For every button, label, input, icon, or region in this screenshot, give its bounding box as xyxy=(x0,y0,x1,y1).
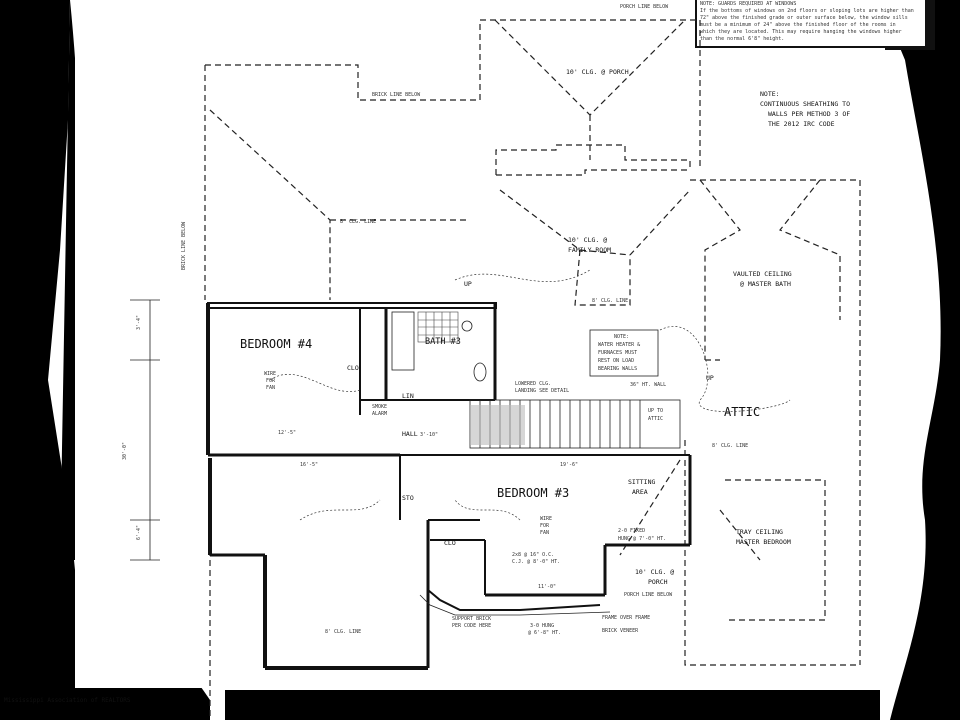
svg-text:NOTE:: NOTE: xyxy=(614,334,629,340)
svg-text:UP TO: UP TO xyxy=(648,408,663,414)
paper xyxy=(75,48,885,688)
sheathing-note: NOTE: CONTINUOUS SHEATHING TO WALLS PER … xyxy=(760,90,850,128)
svg-text:FAN: FAN xyxy=(540,530,549,536)
svg-text:BEDROOM #4: BEDROOM #4 xyxy=(240,337,312,351)
svg-text:AREA: AREA xyxy=(632,488,648,496)
room-labels: BEDROOM #4 BATH #3 BEDROOM #3 SITTING AR… xyxy=(240,337,760,547)
svg-text:3-0 HUNG: 3-0 HUNG xyxy=(530,623,554,629)
svg-text:NOTE: GUARDS REQUIRED AT WINDO: NOTE: GUARDS REQUIRED AT WINDOWS xyxy=(700,1,796,7)
svg-text:BEARING WALLS: BEARING WALLS xyxy=(598,366,637,372)
watermark: Mississippi Association of REALTORS xyxy=(4,697,131,704)
svg-text:10' CLG. @ PORCH: 10' CLG. @ PORCH xyxy=(566,68,629,76)
svg-text:FOR: FOR xyxy=(266,378,276,384)
svg-text:HALL: HALL xyxy=(402,430,418,438)
water-heater-note: NOTE: WATER HEATER & FURNACES MUST REST … xyxy=(589,329,659,377)
ceiling-labels: PORCH LINE BELOW BRICK LINE BELOW BRICK … xyxy=(181,4,792,635)
svg-text:@ MASTER BATH: @ MASTER BATH xyxy=(740,280,791,288)
svg-text:3'-10": 3'-10" xyxy=(420,432,438,438)
svg-text:BEDROOM #3: BEDROOM #3 xyxy=(497,486,569,500)
walls xyxy=(206,302,692,670)
svg-text:WATER HEATER &: WATER HEATER & xyxy=(598,342,640,348)
svg-text:must be a minimum of 24" above: must be a minimum of 24" above the finis… xyxy=(700,22,896,28)
svg-text:WALLS PER METHOD 3 OF: WALLS PER METHOD 3 OF xyxy=(768,110,850,118)
svg-text:REST ON LOAD: REST ON LOAD xyxy=(598,358,634,364)
svg-text:than the normal 6'8" height.: than the normal 6'8" height. xyxy=(700,36,784,42)
dimension-rail xyxy=(130,299,160,561)
svg-text:LIN: LIN xyxy=(402,392,414,400)
svg-text:10' CLG. @: 10' CLG. @ xyxy=(568,236,607,244)
stairs xyxy=(469,399,681,449)
svg-text:FAMILY ROOM: FAMILY ROOM xyxy=(568,246,611,254)
svg-text:FURNACES MUST: FURNACES MUST xyxy=(598,350,637,356)
svg-text:8' CLG. LINE: 8' CLG. LINE xyxy=(340,219,376,225)
svg-text:CONTINUOUS SHEATHING TO: CONTINUOUS SHEATHING TO xyxy=(760,100,850,108)
svg-text:11'-0": 11'-0" xyxy=(538,584,556,590)
svg-text:BATH #3: BATH #3 xyxy=(425,337,461,347)
svg-text:72" above the finished grade o: 72" above the finished grade or outer su… xyxy=(700,15,908,21)
svg-text:UP: UP xyxy=(464,280,472,288)
svg-text:THE 2012 IRC CODE: THE 2012 IRC CODE xyxy=(768,120,835,128)
svg-text:TRAY CEILING: TRAY CEILING xyxy=(736,528,783,536)
svg-text:2-0 FIXED: 2-0 FIXED xyxy=(618,528,645,534)
svg-text:PORCH LINE BELOW: PORCH LINE BELOW xyxy=(620,4,669,10)
svg-text:CLO: CLO xyxy=(347,364,359,372)
svg-text:STO: STO xyxy=(402,494,414,502)
bath-tile xyxy=(391,311,487,382)
svg-text:30'-0": 30'-0" xyxy=(122,442,128,460)
svg-text:CLO: CLO xyxy=(444,539,456,547)
svg-text:NOTE:: NOTE: xyxy=(760,90,780,98)
roof-dashed-lines xyxy=(204,19,861,720)
svg-text:8' CLG. LINE: 8' CLG. LINE xyxy=(325,629,361,635)
egress-note-text: NOTE: GUARDS REQUIRED AT WINDOWS If the … xyxy=(700,1,914,42)
svg-text:PORCH: PORCH xyxy=(648,578,668,586)
svg-text:16'-5": 16'-5" xyxy=(300,462,318,468)
svg-text:SUPPORT BRICK: SUPPORT BRICK xyxy=(452,616,491,622)
svg-text:VAULTED CEILING: VAULTED CEILING xyxy=(733,270,792,278)
svg-text:FRAME OVER FRAME: FRAME OVER FRAME xyxy=(602,615,650,621)
annotations: UP TO ATTIC LOWERED CLG. LANDING SEE DET… xyxy=(122,315,666,636)
svg-text:10' CLG. @: 10' CLG. @ xyxy=(635,568,674,576)
svg-text:UP: UP xyxy=(706,374,714,382)
svg-text:BRICK LINE BELOW: BRICK LINE BELOW xyxy=(181,221,187,270)
svg-text:2x8 @ 16" O.C.: 2x8 @ 16" O.C. xyxy=(512,552,554,558)
svg-text:BRICK LINE BELOW: BRICK LINE BELOW xyxy=(372,92,421,98)
svg-text:6'-4": 6'-4" xyxy=(136,525,142,540)
svg-text:which they are located. This m: which they are located. This may require… xyxy=(700,29,902,35)
svg-text:19'-6": 19'-6" xyxy=(560,462,578,468)
egress-note-box xyxy=(697,0,925,46)
svg-text:@ 6'-8" HT.: @ 6'-8" HT. xyxy=(528,630,561,636)
svg-text:If the bottoms of windows on 2: If the bottoms of windows on 2nd floors … xyxy=(700,8,914,14)
svg-text:SITTING: SITTING xyxy=(628,478,655,486)
svg-text:ATTIC: ATTIC xyxy=(724,405,760,419)
svg-text:FAN: FAN xyxy=(266,385,275,391)
svg-text:C.J. @ 8'-0" HT.: C.J. @ 8'-0" HT. xyxy=(512,559,560,565)
svg-text:FOR: FOR xyxy=(540,523,550,529)
svg-text:36" HT. WALL: 36" HT. WALL xyxy=(630,382,666,388)
svg-text:PER CODE HERE: PER CODE HERE xyxy=(452,623,491,629)
wiring xyxy=(269,269,791,521)
svg-text:HUNG @ 7'-0" HT.: HUNG @ 7'-0" HT. xyxy=(618,536,666,542)
svg-text:MASTER BEDROOM: MASTER BEDROOM xyxy=(736,538,791,546)
svg-text:LANDING SEE DETAIL: LANDING SEE DETAIL xyxy=(515,388,569,394)
svg-text:8' CLG. LINE: 8' CLG. LINE xyxy=(712,443,748,449)
svg-text:3'-4": 3'-4" xyxy=(136,315,142,330)
svg-text:ALARM: ALARM xyxy=(372,411,387,417)
svg-text:BRICK VENEER: BRICK VENEER xyxy=(602,628,639,634)
svg-text:8' CLG. LINE: 8' CLG. LINE xyxy=(592,298,628,304)
svg-text:WIRE: WIRE xyxy=(540,516,552,522)
svg-text:LOWERED CLG.: LOWERED CLG. xyxy=(515,381,551,387)
svg-text:PORCH LINE BELOW: PORCH LINE BELOW xyxy=(624,592,673,598)
svg-text:WIRE: WIRE xyxy=(264,371,276,377)
svg-text:SMOKE: SMOKE xyxy=(372,404,387,410)
svg-text:12'-5": 12'-5" xyxy=(278,430,296,436)
svg-text:ATTIC: ATTIC xyxy=(648,416,663,422)
